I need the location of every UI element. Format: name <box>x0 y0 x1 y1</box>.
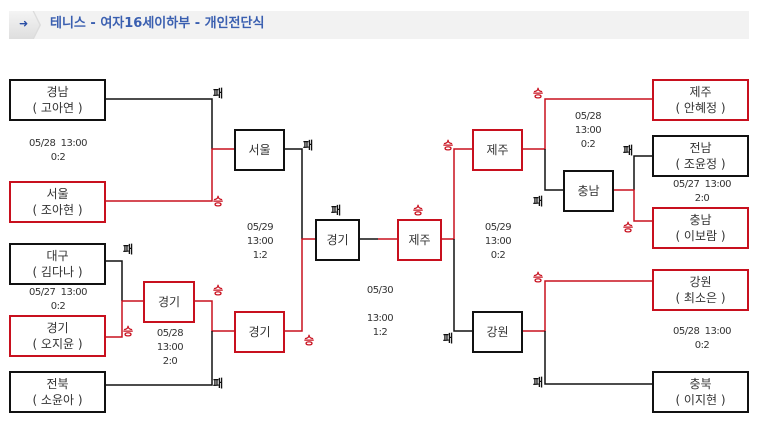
loss-mark: 패 <box>331 204 342 217</box>
team-player: ( 최소은 ) <box>675 291 726 305</box>
match-info-daegu-gyeonggi: 05/27 13:00 0:2 <box>28 287 88 312</box>
team-box-gyeonggi: 경기 ( 오지윤 ) <box>9 315 106 357</box>
match-info-gangwon-chungbuk: 05/28 13:00 0:2 <box>672 326 732 351</box>
arrow-right-icon: ➜ <box>19 17 29 30</box>
loss-mark: 패 <box>213 377 224 390</box>
team-player: ( 안혜정 ) <box>675 101 726 115</box>
match-info-gyeongnam-seoul: 05/28 13:00 0:2 <box>28 138 88 163</box>
title-bar <box>9 11 749 39</box>
line-gangwon-r1 <box>522 280 652 332</box>
loss-mark: 패 <box>533 195 544 208</box>
team-region: 서울 <box>46 187 69 201</box>
win-mark: 승 <box>304 334 315 347</box>
team-player: ( 고아연 ) <box>32 101 83 115</box>
match-info-final: 05/30 13:00 1:2 <box>366 285 394 338</box>
team-region: 경기 <box>46 321 69 335</box>
match-info-jeju-chungnam: 05/28 13:00 0:2 <box>574 111 602 150</box>
line-chungnam-r1b <box>544 149 563 191</box>
team-region: 강원 <box>486 325 509 339</box>
line-gyeongnam <box>105 98 213 149</box>
match-info-jeonnam-chungnam: 05/27 13:00 2:0 <box>672 179 732 204</box>
win-mark: 승 <box>533 87 544 100</box>
loss-mark: 패 <box>533 376 544 389</box>
line-jeonbuk <box>105 331 213 386</box>
team-region: 전남 <box>689 141 712 155</box>
team-box-jeju-semi: 제주 <box>472 129 523 171</box>
match-info-gyeonggi-jeonbuk: 05/28 13:00 2:0 <box>156 328 184 367</box>
win-mark: 승 <box>623 221 634 234</box>
team-box-jeonnam: 전남 ( 조윤정 ) <box>652 135 749 177</box>
team-region: 경기 <box>326 233 349 247</box>
team-box-gangwon-semi: 강원 <box>472 311 523 353</box>
team-region: 충남 <box>689 213 712 227</box>
team-box-seoul: 서울 ( 조아현 ) <box>9 181 106 223</box>
win-mark: 승 <box>213 195 224 208</box>
team-player: ( 이지현 ) <box>675 393 726 407</box>
loss-mark: 패 <box>213 87 224 100</box>
win-mark: 승 <box>123 325 134 338</box>
team-box-seoul-semi: 서울 <box>234 129 285 171</box>
win-mark: 승 <box>213 284 224 297</box>
team-player: ( 오지윤 ) <box>32 337 83 351</box>
team-region: 경기 <box>157 295 181 309</box>
line-chungnam-r1 <box>613 189 652 222</box>
team-box-gyeonggi-r1b: 경기 <box>143 281 195 323</box>
match-info-right-semi: 05/29 13:00 0:2 <box>484 222 512 261</box>
title-tab-inner <box>9 11 40 39</box>
win-mark: 승 <box>533 271 544 284</box>
team-region: 제주 <box>486 143 509 157</box>
line-chungbuk <box>544 331 652 385</box>
team-player: ( 조아현 ) <box>32 203 83 217</box>
team-player: ( 김다나 ) <box>32 265 83 279</box>
line-daegu <box>105 260 123 301</box>
team-region: 경기 <box>248 325 271 339</box>
team-box-final-gyeonggi: 경기 <box>315 219 360 261</box>
team-region: 충북 <box>689 377 712 391</box>
win-mark: 승 <box>443 139 454 152</box>
match-info-left-semi: 05/29 13:00 1:2 <box>246 222 274 261</box>
loss-mark: 패 <box>303 139 314 152</box>
line-gangwon-semi <box>453 239 472 332</box>
team-box-gangwon: 강원 ( 최소은 ) <box>652 269 749 311</box>
loss-mark: 패 <box>443 332 454 345</box>
team-box-chungnam: 충남 ( 이보람 ) <box>652 207 749 249</box>
line-gyeonggi-r1b <box>194 300 234 332</box>
team-box-final-jeju: 제주 <box>397 219 442 261</box>
team-player: ( 이보람 ) <box>675 229 726 243</box>
team-box-chungbuk: 충북 ( 이지현 ) <box>652 371 749 413</box>
line-jeonnam <box>633 155 652 190</box>
team-region: 서울 <box>248 143 271 157</box>
team-box-daegu: 대구 ( 김다나 ) <box>9 243 106 285</box>
team-player: ( 조윤정 ) <box>675 157 726 171</box>
line-seoul-r1 <box>105 148 234 202</box>
team-region: 제주 <box>408 233 431 247</box>
line-seoul-semi <box>284 148 303 239</box>
page-title: 테니스 - 여자16세이하부 - 개인전단식 <box>50 16 265 31</box>
team-box-jeju: 제주 ( 안혜정 ) <box>652 79 749 121</box>
team-player: ( 소윤아 ) <box>32 393 83 407</box>
team-region: 제주 <box>689 85 712 99</box>
line-gyeonggi-r1 <box>105 300 143 338</box>
line-jeju-semi <box>441 148 472 240</box>
team-box-chungnam-r1b: 충남 <box>563 170 614 212</box>
team-box-gyeonggi-semi: 경기 <box>234 311 285 353</box>
team-box-jeonbuk: 전북 ( 소윤아 ) <box>9 371 106 413</box>
team-region: 충남 <box>577 184 600 198</box>
loss-mark: 패 <box>623 144 634 157</box>
line-jeju-r1 <box>522 98 652 150</box>
loss-mark: 패 <box>123 243 134 256</box>
team-region: 대구 <box>46 249 69 263</box>
team-region: 강원 <box>689 275 712 289</box>
team-region: 전북 <box>46 377 69 391</box>
win-mark: 승 <box>413 204 424 217</box>
line-gyeonggi-semi <box>284 238 315 332</box>
team-box-gyeongnam: 경남 ( 고아연 ) <box>9 79 106 121</box>
team-region: 경남 <box>46 85 69 99</box>
